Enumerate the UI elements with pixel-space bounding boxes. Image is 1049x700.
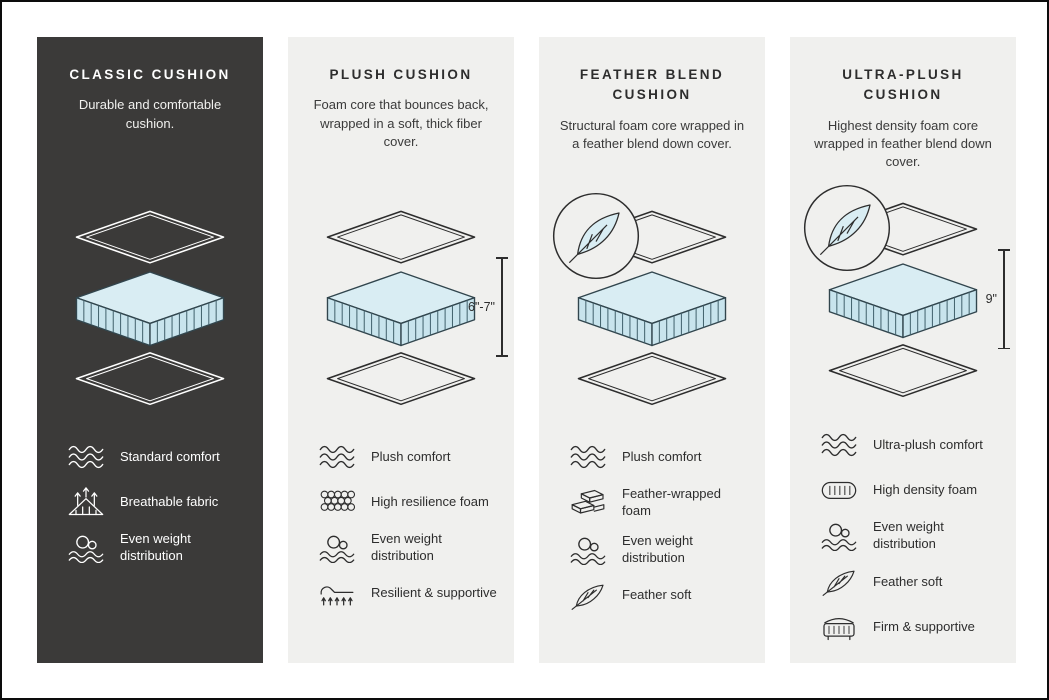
foam-bubbles-icon (316, 487, 358, 517)
feature-label: Even weight distribution (622, 532, 693, 565)
cushion-diagram (58, 204, 242, 408)
feature-item: High resilience foam (316, 486, 498, 518)
feature-item: Feather soft (567, 580, 749, 612)
feature-item: Even weight distribution (316, 531, 498, 565)
card-title: FEATHER BLEND CUSHION (579, 67, 725, 103)
card-title: ULTRA-PLUSH CUSHION (842, 67, 964, 103)
feature-label: Feather soft (622, 587, 692, 603)
waves-icon (65, 442, 107, 472)
feature-item: Ultra-plush comfort (818, 429, 1000, 461)
feather-badge-icon (801, 182, 893, 274)
breathable-fabric-icon (65, 487, 107, 517)
diagram-zone (53, 187, 247, 425)
card-description: Durable and comfortable cushion. (78, 97, 222, 131)
card-description: Structural foam core wrapped in a feathe… (559, 117, 745, 151)
height-label: 6"-7" (468, 300, 495, 314)
waves-icon (818, 430, 860, 460)
feature-item: Plush comfort (567, 441, 749, 473)
feature-label: High resilience foam (371, 493, 489, 509)
feather-icon (567, 581, 609, 611)
feature-list: Plush comfort Feather-wrapped foam Even … (555, 441, 749, 612)
waves-icon (316, 442, 358, 472)
card-header: ULTRA-PLUSH CUSHION Highest density foam… (806, 65, 1000, 183)
feature-label: Feather soft (873, 573, 943, 589)
card-feather-blend-cushion: FEATHER BLEND CUSHION Structural foam co… (539, 37, 765, 663)
card-description: Foam core that bounces back, wrapped in … (313, 97, 489, 150)
weight-distribution-icon (818, 521, 860, 551)
feather-foam-icon (567, 488, 609, 518)
weight-distribution-icon (316, 533, 358, 563)
card-title: PLUSH CUSHION (329, 67, 473, 82)
firm-support-icon (818, 612, 860, 642)
feature-item: High density foam (818, 474, 1000, 506)
feature-item: Firm & supportive (818, 611, 1000, 643)
feature-label: Even weight distribution (120, 531, 191, 563)
feather-badge-icon (550, 190, 642, 282)
spring-support-icon (316, 579, 358, 609)
cushion-layers-illustration (58, 204, 242, 408)
feature-label: Even weight distribution (873, 519, 944, 552)
feature-item: Standard comfort (65, 441, 247, 473)
feature-item: Plush comfort (316, 441, 498, 473)
feature-label: Firm & supportive (873, 618, 975, 634)
feature-label: Breathable fabric (120, 493, 219, 509)
height-dimension: 6"-7" (449, 257, 507, 357)
feature-item: Even weight distribution (65, 531, 247, 565)
cushion-diagram (560, 204, 744, 408)
feather-icon (818, 567, 860, 597)
feature-label: Plush comfort (622, 448, 702, 464)
dimension-line (999, 249, 1009, 350)
card-header: CLASSIC CUSHION Durable and comfortable … (53, 65, 247, 187)
waves-icon (567, 442, 609, 472)
feature-item: Even weight distribution (567, 533, 749, 567)
height-dimension: 9" (951, 249, 1009, 350)
diagram-zone: 9" (806, 183, 1009, 413)
feature-item: Resilient & supportive (316, 578, 498, 610)
card-header: PLUSH CUSHION Foam core that bounces bac… (304, 65, 498, 187)
feature-label: Plush comfort (371, 448, 451, 464)
density-foam-icon (818, 475, 860, 505)
card-description: Highest density foam core wrapped in fea… (814, 117, 992, 170)
card-classic-cushion: CLASSIC CUSHION Durable and comfortable … (37, 37, 263, 663)
feature-item: Even weight distribution (818, 519, 1000, 553)
feature-label: High density foam (873, 481, 978, 497)
feature-label: Even weight distribution (371, 531, 442, 563)
feature-list: Ultra-plush comfort High density foam Ev… (806, 429, 1000, 643)
cushion-diagram: 6"-7" (309, 204, 507, 408)
height-label: 9" (985, 292, 997, 307)
feature-item: Feather-wrapped foam (567, 486, 749, 520)
card-ultra-plush-cushion: ULTRA-PLUSH CUSHION Highest density foam… (790, 37, 1016, 663)
weight-distribution-icon (567, 535, 609, 565)
diagram-zone (555, 187, 749, 425)
feature-item: Breathable fabric (65, 486, 247, 518)
cushion-diagram: 9" (811, 196, 1009, 400)
card-title: CLASSIC CUSHION (69, 67, 231, 82)
feature-label: Resilient & supportive (371, 585, 497, 601)
feature-label: Feather-wrapped foam (622, 486, 721, 518)
feature-list: Plush comfort High resilience foam Even … (304, 441, 498, 610)
weight-distribution-icon (65, 533, 107, 563)
feature-label: Standard comfort (120, 448, 220, 464)
feature-item: Feather soft (818, 566, 1000, 598)
card-plush-cushion: PLUSH CUSHION Foam core that bounces bac… (288, 37, 514, 663)
diagram-zone: 6"-7" (304, 187, 507, 425)
feature-label: Ultra-plush comfort (873, 436, 983, 452)
feature-list: Standard comfort Breathable fabric Even … (53, 441, 247, 565)
dimension-line (497, 257, 507, 357)
card-header: FEATHER BLEND CUSHION Structural foam co… (555, 65, 749, 187)
